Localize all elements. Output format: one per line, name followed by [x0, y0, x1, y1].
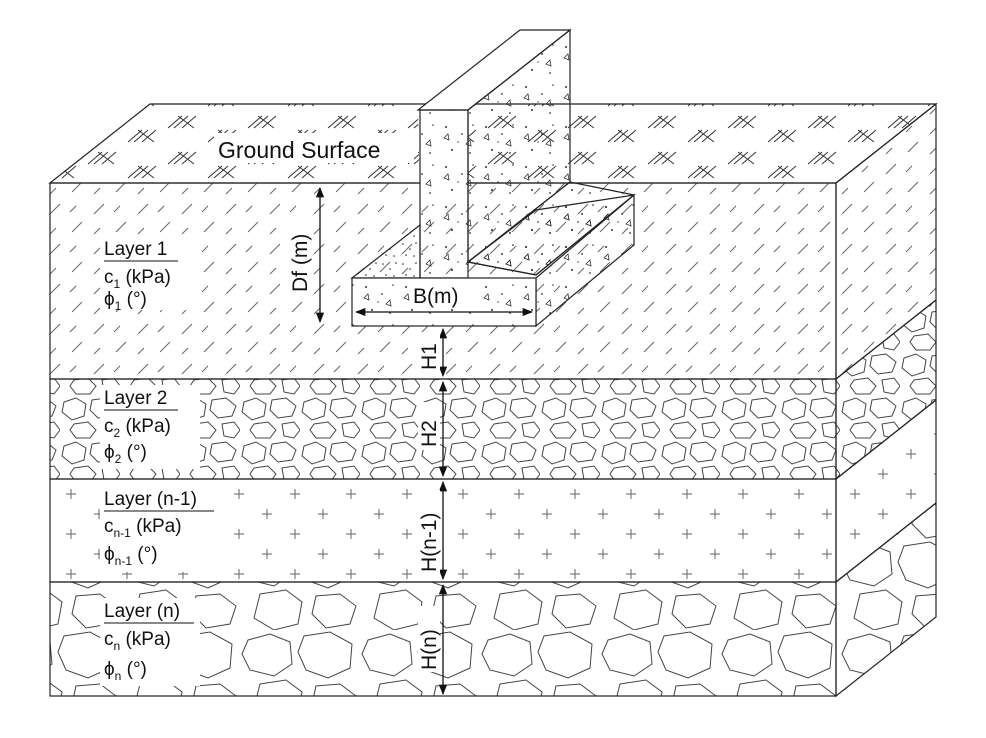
stem-front	[419, 109, 469, 279]
dimensions	[315, 186, 534, 696]
ground-surface-label: Ground Surface	[218, 137, 380, 163]
hn-1-label: H(n-1)	[418, 512, 441, 572]
friction-angle-label: ϕn (°)	[104, 659, 147, 683]
layer-name: Layer 2	[104, 388, 167, 409]
cohesion-label: c1 (kPa)	[104, 267, 171, 291]
foundation	[350, 28, 637, 328]
cohesion-label: cn-1 (kPa)	[104, 516, 182, 540]
cohesion-label: c2 (kPa)	[104, 416, 171, 440]
layer-name: Layer 1	[104, 239, 167, 260]
friction-angle-label: ϕ1 (°)	[104, 289, 147, 313]
layer-name: Layer (n-1)	[104, 489, 197, 510]
layer-name: Layer (n)	[104, 601, 180, 622]
layer-n-side	[835, 501, 937, 698]
layer-n-1-label: Layer (n-1) cn-1 (kPa) ϕn-1 (°)	[100, 486, 220, 572]
h1-label: H1	[418, 343, 441, 370]
friction-angle-label: ϕ2 (°)	[104, 442, 147, 466]
hn-label: H(n)	[418, 629, 441, 670]
layer-2-label: Layer 2 c2 (kPa) ϕ2 (°)	[100, 385, 200, 469]
df-label: Df (m)	[289, 234, 312, 292]
layer-1-label: Layer 1 c1 (kPa) ϕ1 (°)	[100, 236, 200, 313]
cohesion-label: cn (kPa)	[104, 629, 171, 653]
layer-n-label: Layer (n) cn (kPa) ϕn (°)	[100, 598, 200, 686]
b-label: B(m)	[413, 285, 459, 308]
h2-label: H2	[418, 420, 441, 447]
friction-angle-label: ϕn-1 (°)	[104, 544, 158, 568]
